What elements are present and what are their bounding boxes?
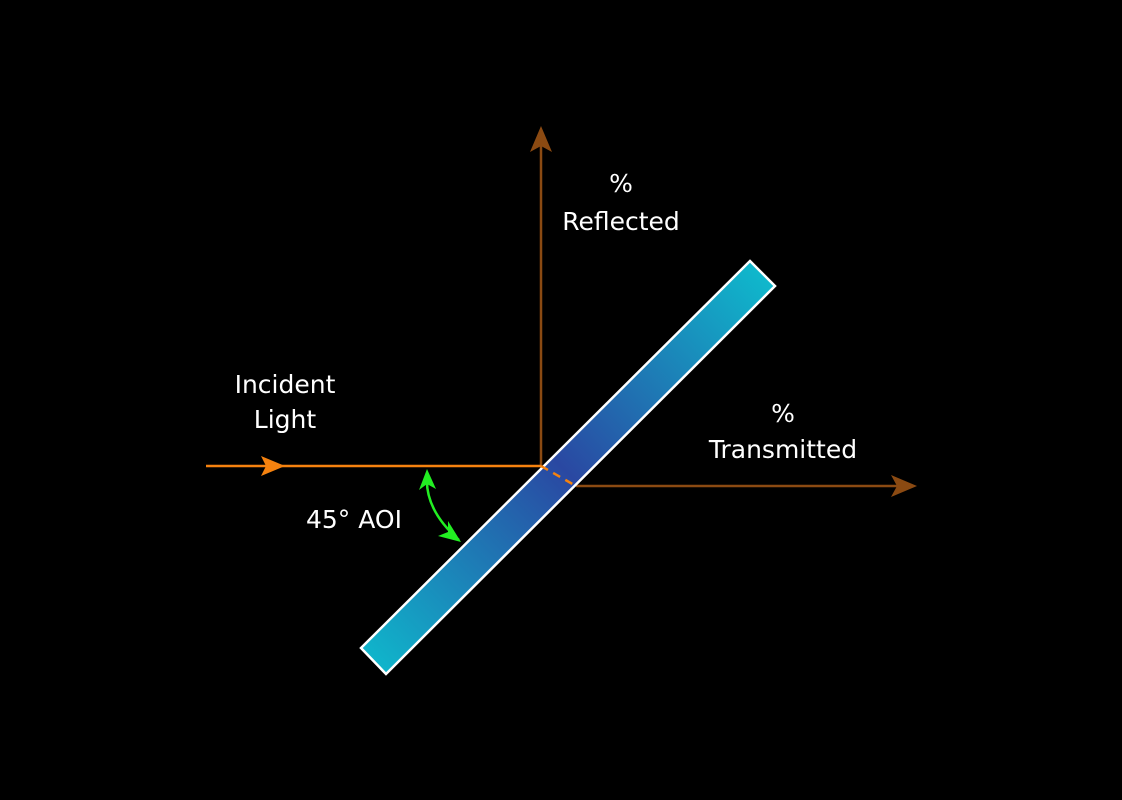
reflected-label: Reflected [562, 207, 680, 236]
transmitted-arrowhead-icon [891, 475, 917, 497]
incident-label-line1: Incident [235, 370, 336, 399]
incident-arrowhead-icon [261, 456, 285, 476]
transmitted-percent-label: % [771, 399, 795, 428]
transmitted-beam [576, 475, 917, 497]
transmitted-label: Transmitted [708, 435, 857, 464]
internal-beam [540, 464, 577, 488]
reflected-beam [530, 126, 552, 466]
incident-label-line2: Light [254, 405, 317, 434]
angle-label: 45° AOI [306, 505, 402, 534]
angle-arrow-icon [419, 469, 461, 542]
incident-beam [206, 456, 541, 476]
reflected-arrowhead-icon [530, 126, 552, 152]
beamsplitter-plate [359, 259, 777, 676]
reflected-percent-label: % [609, 169, 633, 198]
